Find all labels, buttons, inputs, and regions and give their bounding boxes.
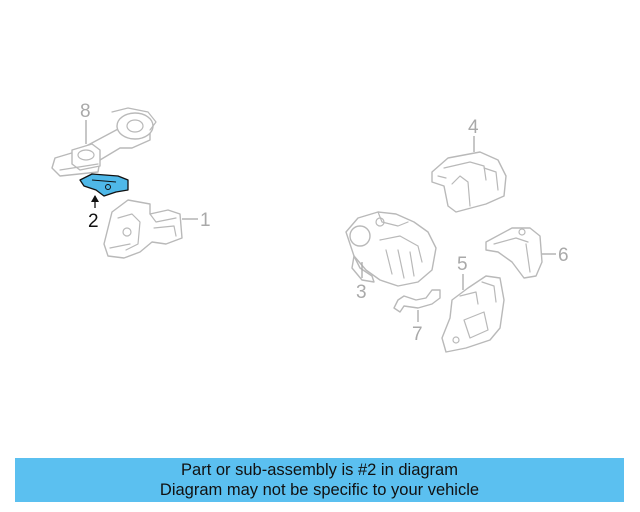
svg-text:2: 2 xyxy=(88,211,99,232)
callout-8: 8 xyxy=(80,101,91,144)
part-2-bracket[interactable] xyxy=(79,173,129,197)
caption-line-1: Part or sub-assembly is #2 in diagram xyxy=(181,461,458,479)
callout-2: 2 xyxy=(88,195,99,232)
svg-text:5: 5 xyxy=(457,254,468,275)
caption-banner: Part or sub-assembly is #2 in diagram Di… xyxy=(15,458,624,502)
callout-4: 4 xyxy=(468,117,479,152)
part-8-torque-strut[interactable] xyxy=(51,107,157,177)
svg-text:8: 8 xyxy=(80,101,91,122)
svg-text:6: 6 xyxy=(558,245,569,266)
part-1-mount[interactable] xyxy=(103,199,183,259)
part-5-bracket-plate[interactable] xyxy=(441,275,505,353)
callout-3: 3 xyxy=(356,262,367,303)
svg-text:4: 4 xyxy=(468,117,479,138)
svg-text:1: 1 xyxy=(200,210,211,231)
caption-line-2: Diagram may not be specific to your vehi… xyxy=(159,481,480,499)
part-3-housing[interactable] xyxy=(345,211,437,287)
callout-7: 7 xyxy=(412,310,423,345)
part-6-bracket[interactable] xyxy=(485,227,543,279)
callout-1: 1 xyxy=(182,210,211,231)
svg-text:3: 3 xyxy=(356,282,367,303)
svg-text:7: 7 xyxy=(412,324,423,345)
parts-diagram: 1 2 3 4 5 6 7 8 xyxy=(51,101,569,353)
part-7-hose[interactable] xyxy=(393,289,441,313)
callout-5: 5 xyxy=(457,254,468,290)
callout-6: 6 xyxy=(542,245,569,266)
part-4-transmission-mount[interactable] xyxy=(431,151,507,213)
